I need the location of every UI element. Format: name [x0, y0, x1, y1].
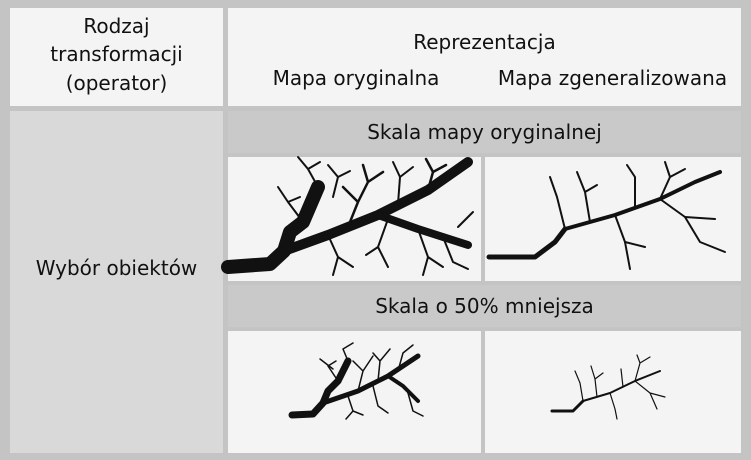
river-network-generalized-half	[550, 354, 666, 420]
header-operator-line-1: Rodzaj	[83, 14, 150, 38]
scale-original-label: Skala mapy oryginalnej	[367, 120, 602, 144]
header-representation-title: Reprezentacja	[413, 30, 556, 54]
header-operator-line-2: transformacji	[50, 42, 183, 66]
panel-generalized-map-full-scale	[485, 157, 741, 281]
operator-name: Wybór obiektów	[35, 256, 198, 280]
header-representation-cell	[228, 8, 741, 106]
header-original-map: Mapa oryginalna	[272, 66, 440, 90]
header-operator-cell	[10, 8, 223, 106]
header-operator-line-3: (operator)	[65, 71, 168, 95]
header-generalized-map: Mapa zgeneralizowana	[497, 66, 728, 90]
scale-original-band	[228, 111, 741, 153]
scale-half-label: Skala o 50% mniejsza	[375, 294, 594, 318]
operator-cell	[10, 111, 223, 453]
scale-half-band	[228, 285, 741, 327]
river-network-generalized-full	[486, 161, 726, 270]
river-network-original-full	[221, 156, 474, 276]
river-network-original-half	[288, 342, 424, 420]
